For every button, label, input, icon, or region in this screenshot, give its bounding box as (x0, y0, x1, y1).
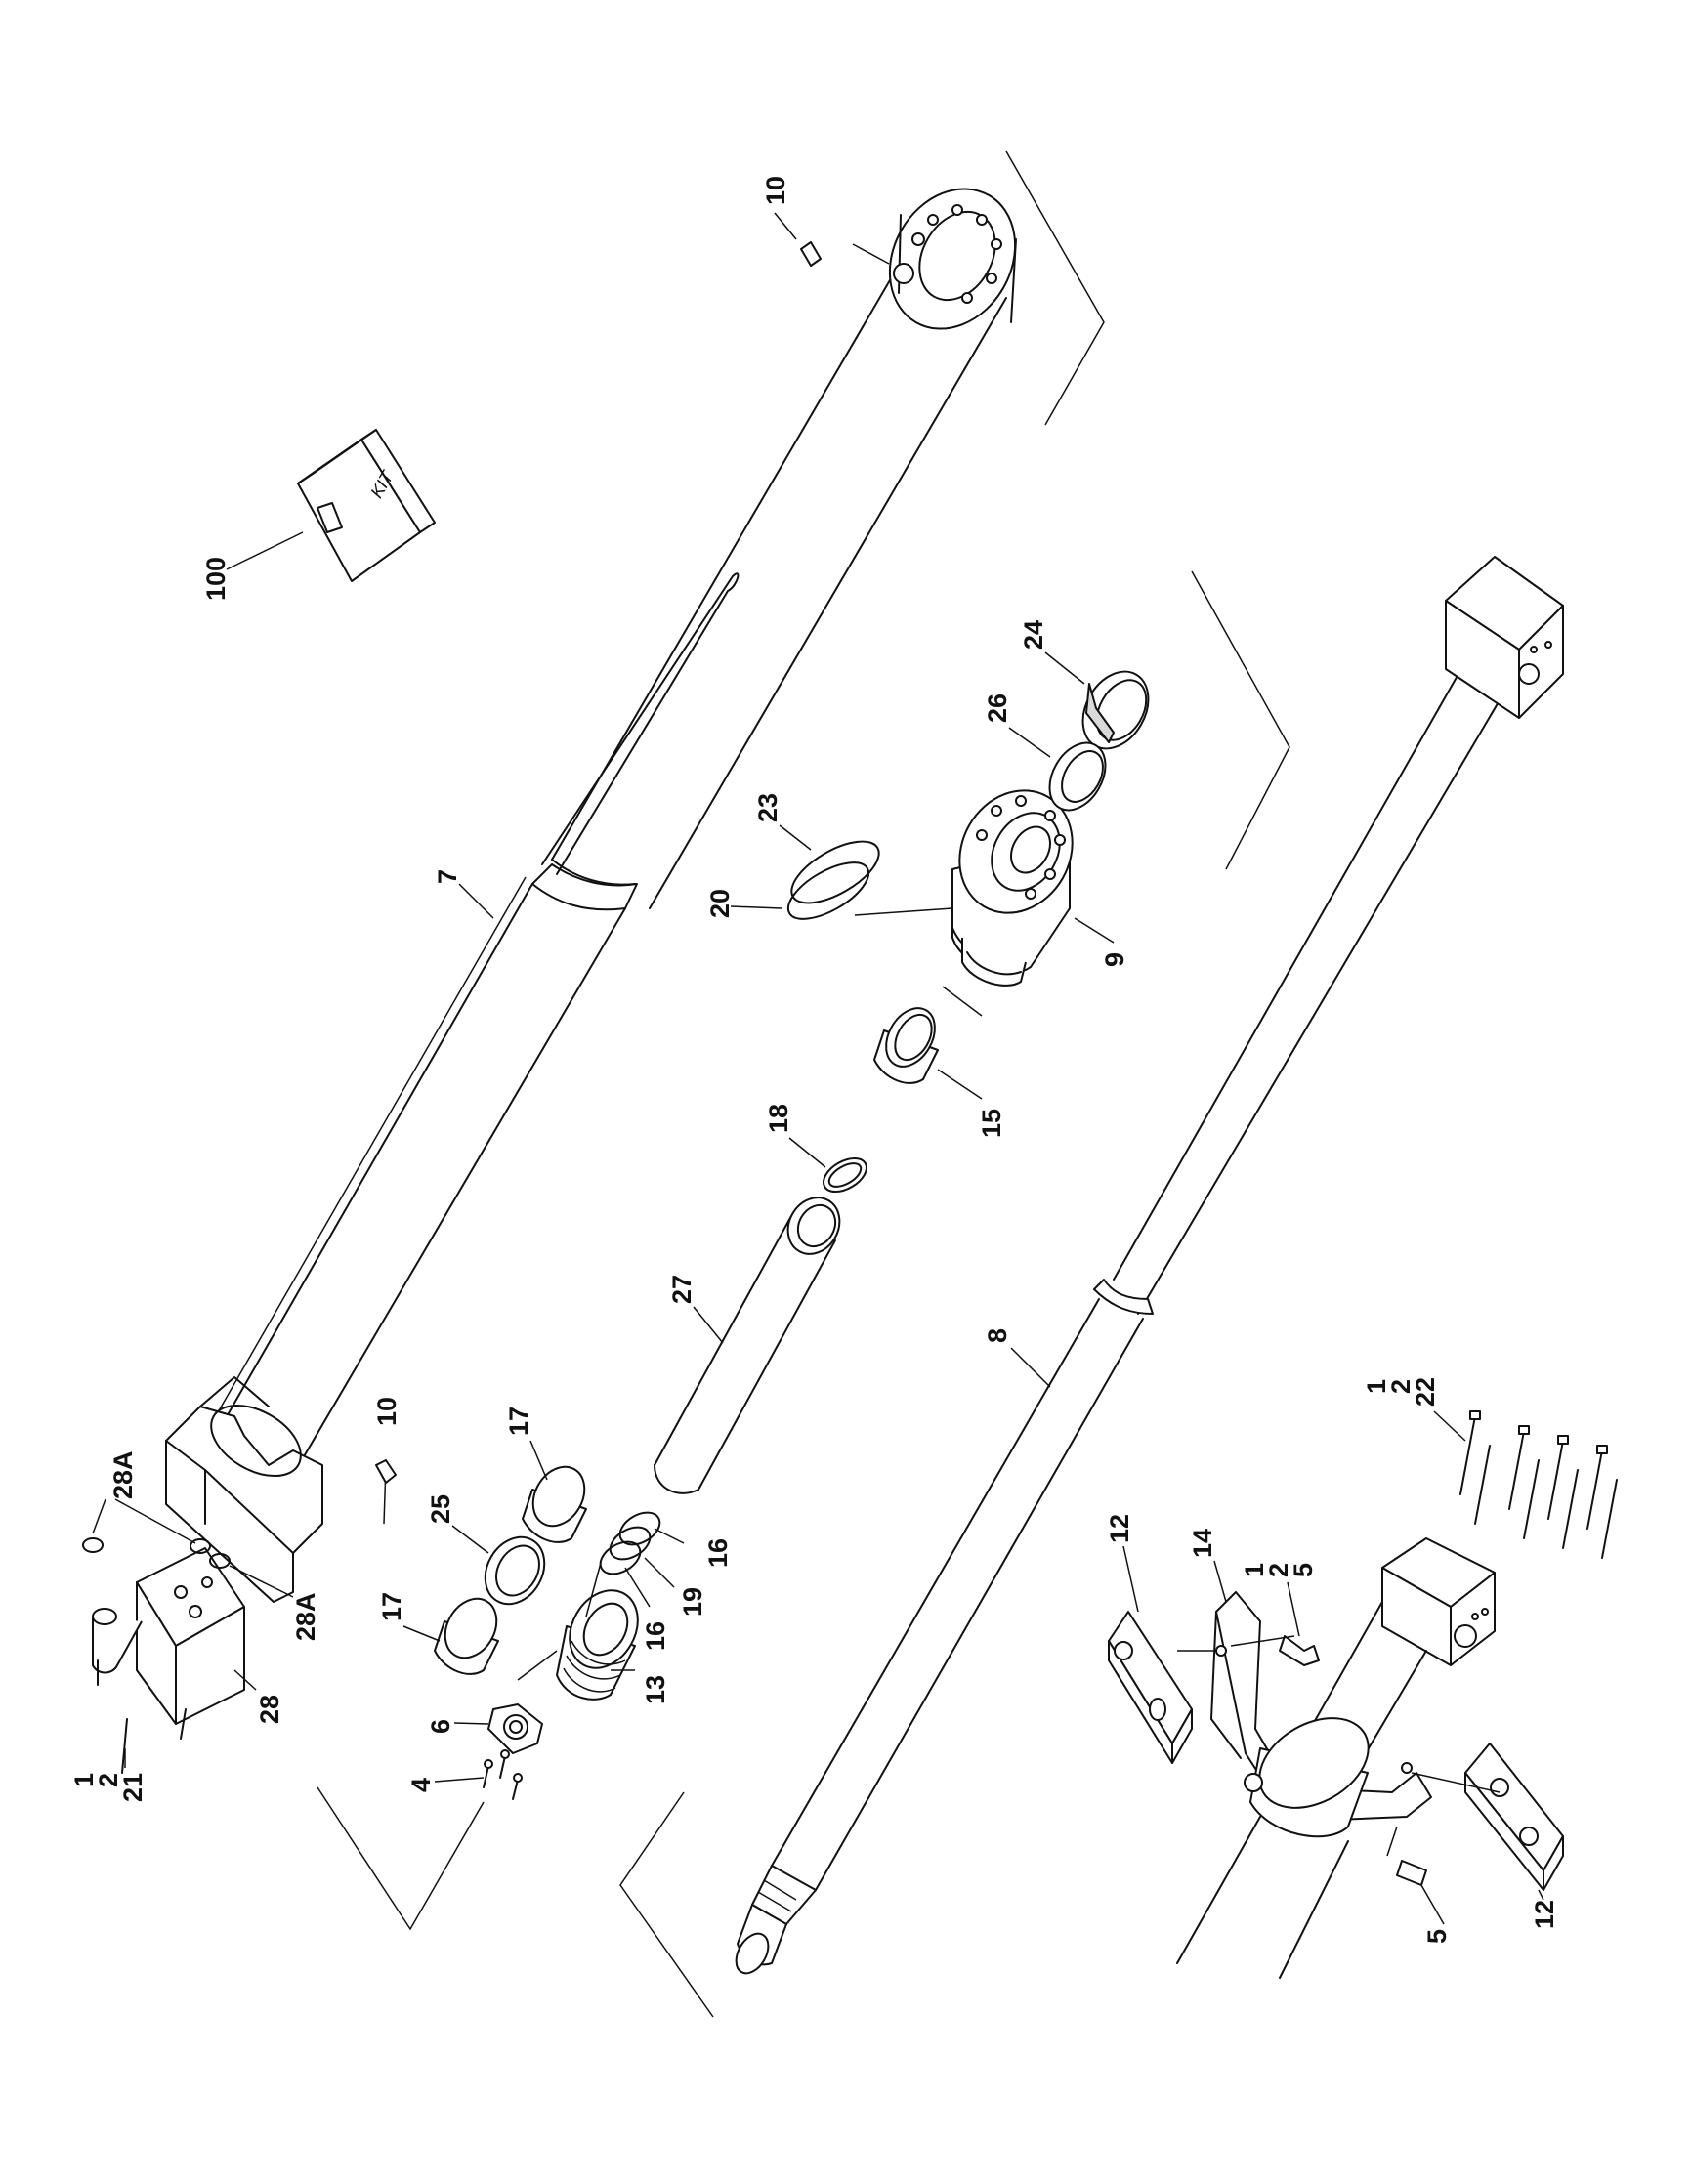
piston-wear-ring-upper (522, 1465, 587, 1543)
callout-1-b: 1 (1362, 1379, 1391, 1394)
callout-13: 13 (641, 1675, 670, 1704)
callout-1-c: 1 (1240, 1563, 1269, 1577)
callout-7: 7 (433, 869, 462, 884)
set-screws (483, 1749, 523, 1800)
callout-2-a: 2 (94, 1773, 123, 1787)
valve-block (82, 1537, 245, 1774)
callout-19: 19 (678, 1587, 707, 1617)
piston-rod (735, 556, 1564, 1975)
callout-21: 21 (118, 1773, 148, 1802)
mounting-bolts (1459, 1410, 1618, 1559)
callout-labels: 10 100 7 24 26 23 20 9 18 15 27 8 (69, 176, 1559, 1944)
callout-12-right: 12 (1530, 1900, 1559, 1929)
callout-10-bottom: 10 (372, 1397, 402, 1426)
callout-26: 26 (983, 693, 1012, 723)
stop-tube (654, 1197, 841, 1494)
piston-o-rings (599, 1511, 661, 1575)
guide-lines (317, 150, 1501, 2018)
callout-28: 28 (255, 1695, 284, 1724)
callout-28A-lower: 28A (291, 1592, 320, 1641)
callout-100: 100 (201, 557, 231, 601)
callout-2-c: 2 (1264, 1563, 1293, 1577)
callout-9: 9 (1100, 952, 1129, 967)
callout-25: 25 (426, 1494, 455, 1524)
mount-plate-right (1464, 1743, 1564, 1891)
callout-22: 22 (1411, 1377, 1440, 1407)
retaining-ring (823, 1156, 867, 1194)
callout-1-a: 1 (69, 1773, 99, 1787)
trunnion-block (1176, 1537, 1496, 1979)
callout-18: 18 (764, 1104, 793, 1133)
piston-wear-ring-lower (434, 1597, 499, 1675)
callout-5-lower: 5 (1422, 1929, 1452, 1944)
callout-20: 20 (705, 889, 735, 918)
piston (556, 1589, 639, 1701)
head-o-ring (786, 840, 880, 920)
callout-8: 8 (983, 1328, 1012, 1343)
rod-seal (1048, 741, 1107, 812)
callout-16-right: 16 (703, 1538, 733, 1568)
callout-12-left: 12 (1105, 1514, 1134, 1543)
callout-17-lower: 17 (377, 1592, 406, 1621)
callout-24: 24 (1019, 620, 1048, 650)
callout-23: 23 (753, 793, 782, 822)
mount-plate-left (1108, 1611, 1193, 1764)
callout-27: 27 (667, 1275, 697, 1304)
piston-nut (487, 1703, 543, 1754)
callout-16-left: 16 (641, 1621, 670, 1651)
rod-wiper-seal (1081, 670, 1150, 750)
callout-14: 14 (1188, 1529, 1217, 1558)
callout-15: 15 (977, 1109, 1006, 1138)
seal-kit-box: KIT (297, 429, 436, 582)
callout-4: 4 (406, 1778, 436, 1792)
callout-28A-upper: 28A (108, 1450, 138, 1499)
callout-17-upper: 17 (504, 1407, 533, 1436)
callout-2-b: 2 (1386, 1379, 1416, 1394)
piston-seal (484, 1535, 546, 1606)
cylinder-barrel (165, 188, 1017, 1603)
cylinder-head-gland (951, 789, 1074, 987)
callout-6: 6 (426, 1719, 455, 1734)
callout-5-upper: 5 (1289, 1563, 1318, 1577)
head-wear-ring (873, 1007, 939, 1084)
callout-10-top: 10 (761, 176, 790, 205)
